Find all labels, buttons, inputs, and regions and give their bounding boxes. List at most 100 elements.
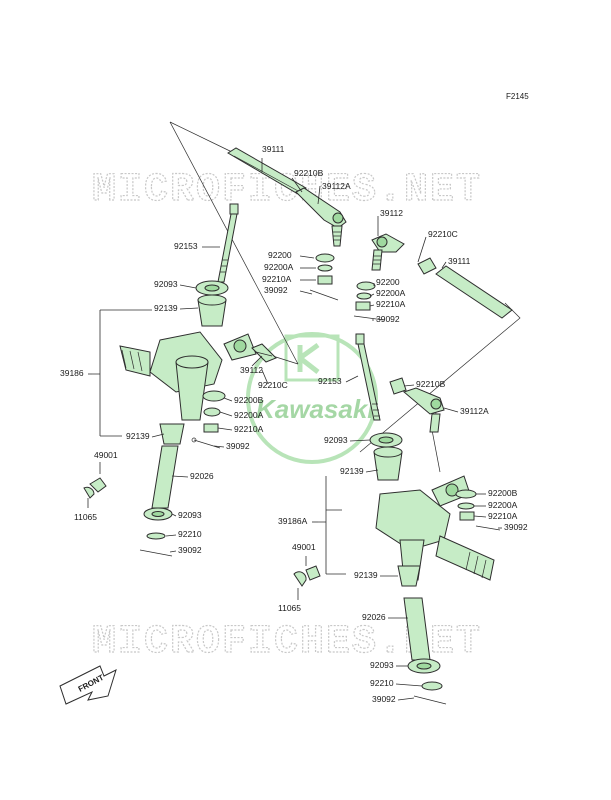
cotter-pin-mid	[309, 289, 339, 301]
watermark-top: MICROFICHES.NET	[92, 168, 482, 213]
callout-label: 92153	[174, 241, 198, 251]
callout-label: 92139	[154, 303, 178, 313]
leader-line	[261, 369, 269, 385]
leader-line	[291, 177, 303, 193]
callout-label: 39092	[504, 522, 528, 532]
callout-label: 39111	[262, 144, 285, 154]
callout-label: 92139	[354, 570, 378, 580]
callout-label: 92200A	[376, 288, 406, 298]
callout-label: 92210	[370, 678, 394, 688]
leader-line	[397, 697, 415, 701]
callout-label: 92093	[324, 435, 348, 445]
callout-label: 92026	[362, 612, 386, 622]
bolt-upper	[217, 203, 239, 283]
leader-line	[219, 411, 233, 417]
leader-line	[213, 445, 225, 448]
washer-mid-2	[317, 264, 333, 272]
bracket-left	[92, 309, 152, 437]
leader-line	[251, 355, 263, 367]
cotter-pin-right	[475, 525, 501, 531]
callout-label: 92200A	[234, 410, 264, 420]
cap-right	[293, 571, 307, 587]
cotter-pin-left	[193, 439, 221, 449]
leader-line	[171, 475, 189, 478]
leader-line	[299, 255, 315, 259]
callout-label: 92200B	[234, 395, 264, 405]
callout-label: 92139	[340, 466, 364, 476]
shaft-left	[151, 445, 179, 509]
callout-label: 92093	[178, 510, 202, 520]
tie-rod-right	[435, 265, 513, 319]
callout-label: 49001	[292, 542, 316, 552]
callout-label: 39112	[240, 365, 263, 375]
callout-label: 39112	[380, 208, 403, 218]
tie-rod-upper	[227, 147, 307, 195]
leader-line	[395, 683, 423, 687]
callout-label: 92210A	[262, 274, 292, 284]
leader-line	[345, 375, 359, 383]
washer-left-2	[203, 407, 221, 417]
callout-label: 92026	[190, 471, 214, 481]
washer-right-2	[457, 502, 475, 510]
leader-line	[217, 427, 233, 431]
washer-right-bottom	[421, 681, 443, 691]
washer-left-1	[202, 390, 226, 402]
cotter-pin-right-bottom	[413, 695, 447, 705]
callout-label: 39092	[178, 545, 202, 555]
callout-label: 39092	[264, 285, 288, 295]
cotter-pin-left-bottom	[139, 549, 173, 557]
callout-label: 39112A	[460, 406, 489, 416]
callout-label: 92093	[154, 279, 178, 289]
washer-right-1	[455, 489, 477, 499]
leader-line	[441, 261, 447, 269]
leader-line	[403, 384, 415, 387]
callout-label: 39111	[448, 256, 471, 266]
callout-label: 39092	[226, 441, 250, 451]
bushing-left-lower	[159, 423, 185, 445]
leader-line	[417, 236, 427, 263]
leader-line	[443, 407, 459, 413]
washer-mid-1	[315, 253, 335, 263]
leader-line	[171, 513, 177, 517]
callout-label: 92210B	[294, 168, 324, 178]
lock-nut-right-2	[389, 377, 407, 395]
knuckle-left	[119, 331, 257, 421]
figure-code: F2145	[506, 92, 529, 101]
tie-rod-end-upper	[295, 187, 347, 247]
leader-line	[165, 534, 177, 537]
callout-label: 39186A	[278, 516, 308, 526]
callout-label: 92210C	[428, 229, 458, 239]
bolt-right	[355, 333, 381, 421]
leader-line	[473, 515, 487, 518]
cotter-pin-mid-2	[353, 315, 385, 321]
callout-label: 92210C	[258, 380, 288, 390]
leader-line	[151, 433, 165, 438]
callout-label: 11065	[278, 603, 301, 613]
callout-labels: 39111 92210B 39112A 92153 39112 92210C 39111 92…	[60, 144, 528, 704]
callout-label: 92200A	[264, 262, 294, 272]
tie-rod-end-right	[371, 233, 405, 271]
logo-wordmark: Kawasaki	[256, 394, 375, 424]
callout-label: 92139	[126, 431, 150, 441]
nut-right	[459, 511, 475, 521]
nut-mid	[317, 275, 333, 285]
washer-mid-4	[356, 292, 372, 300]
leader-line	[169, 550, 177, 553]
nut-mid-2	[355, 301, 371, 311]
bracket-right	[318, 509, 346, 575]
tie-rod-end-right-2	[402, 387, 445, 433]
callout-label: 92210B	[416, 379, 446, 389]
leader-line	[179, 307, 199, 310]
callout-label: 92093	[370, 660, 394, 670]
leader-line	[223, 397, 233, 402]
leader-line	[349, 439, 371, 442]
washer-mid-3	[356, 281, 376, 291]
callout-label: 39092	[376, 314, 400, 324]
leader-line	[369, 293, 375, 297]
grease-nipple-right	[305, 565, 321, 581]
lock-nut-right	[417, 257, 437, 275]
grease-nipple-left	[89, 477, 107, 493]
callout-label: 92200B	[488, 488, 518, 498]
